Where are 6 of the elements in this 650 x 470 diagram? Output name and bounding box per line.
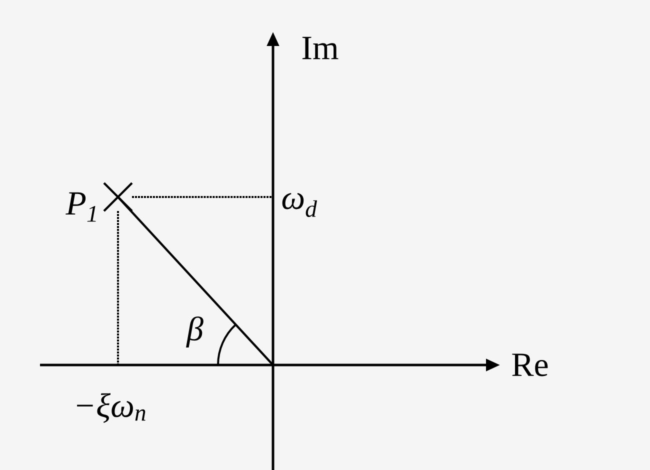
point-label: P$_{1}$: [66, 192, 96, 222]
axis-value-label: ω$_{d}$: [282, 193, 318, 218]
axis-label: Re: [512, 354, 548, 376]
angle-label: β: [186, 316, 204, 348]
axis-value-label: −ξω$_{n}$: [77, 393, 146, 423]
axis-label: Im: [302, 36, 338, 60]
